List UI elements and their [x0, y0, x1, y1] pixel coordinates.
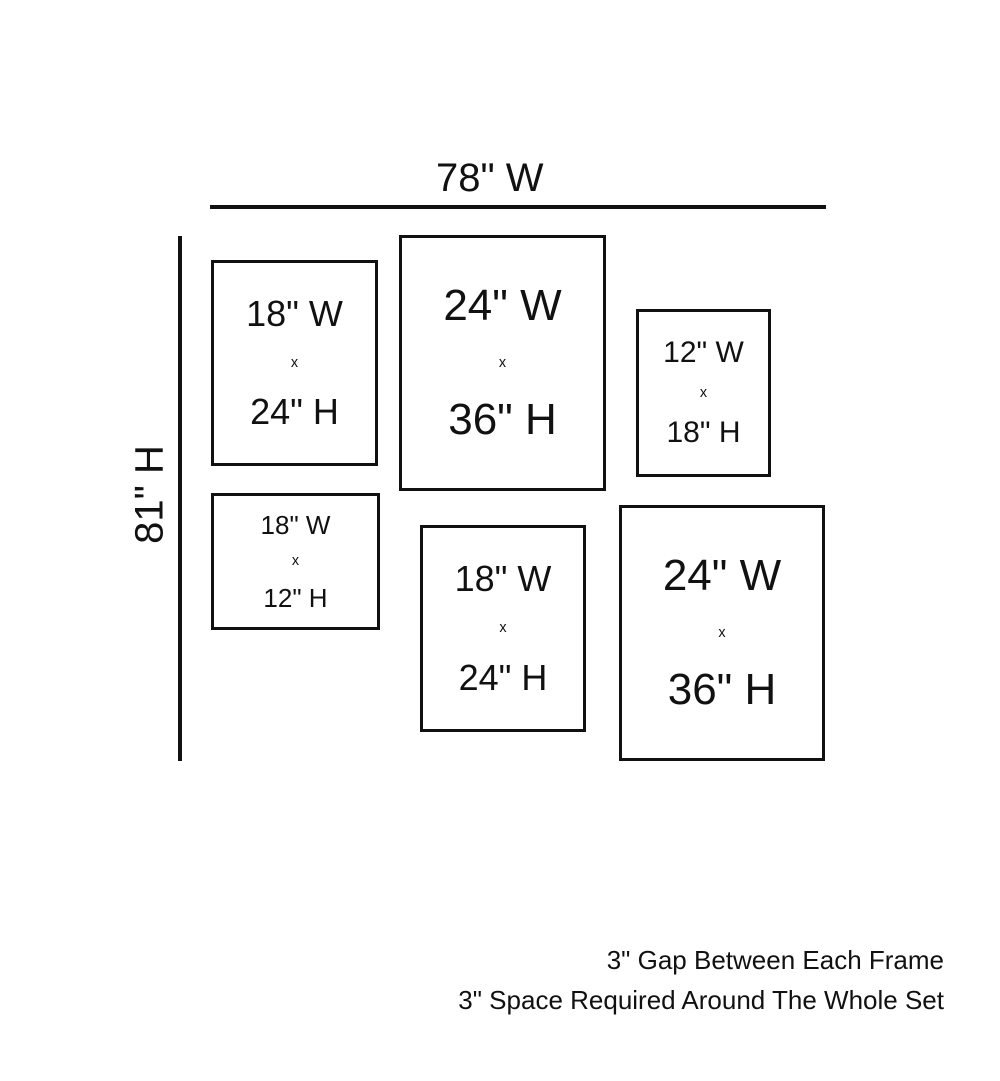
total-width-line: [210, 205, 826, 209]
frame-separator: x: [718, 624, 726, 641]
frame-separator: x: [291, 553, 300, 570]
frame-width: 18" W: [246, 292, 343, 334]
frame-height: 18" H: [666, 416, 741, 450]
frame-height: 12" H: [263, 582, 328, 613]
frame-height: 36" H: [448, 395, 557, 445]
frame-separator: x: [699, 384, 708, 401]
frame-24x36-bottom-right: 24" W x 36" H: [619, 505, 825, 761]
space-note: 3" Space Required Around The Whole Set: [458, 985, 944, 1015]
gap-note: 3" Gap Between Each Frame: [606, 945, 944, 975]
total-height-line: [178, 236, 182, 761]
frame-height: 24" H: [250, 391, 339, 433]
frame-separator: x: [499, 620, 507, 637]
frame-separator: x: [498, 354, 507, 371]
frame-width: 12" W: [663, 335, 744, 369]
frame-height: 36" H: [667, 665, 777, 715]
frame-height: 24" H: [458, 656, 548, 698]
frame-18x24-bottom-center: 18" W x 24" H: [420, 525, 586, 732]
frame-18x24-top-left: 18" W x 24" H: [211, 260, 378, 466]
frame-separator: x: [290, 354, 299, 371]
frame-24x36-top-center: 24" W x 36" H: [399, 235, 606, 491]
total-width-label: 78" W: [436, 156, 544, 200]
frame-width: 18" W: [454, 558, 552, 600]
frame-width: 24" W: [662, 550, 782, 600]
frame-width: 18" W: [260, 510, 331, 541]
total-height-label: 81" H: [127, 445, 172, 544]
frame-width: 24" W: [443, 280, 562, 330]
frame-12x18-top-right: 12" W x 18" H: [636, 309, 771, 477]
frame-18x12-bottom-left: 18" W x 12" H: [211, 493, 380, 630]
